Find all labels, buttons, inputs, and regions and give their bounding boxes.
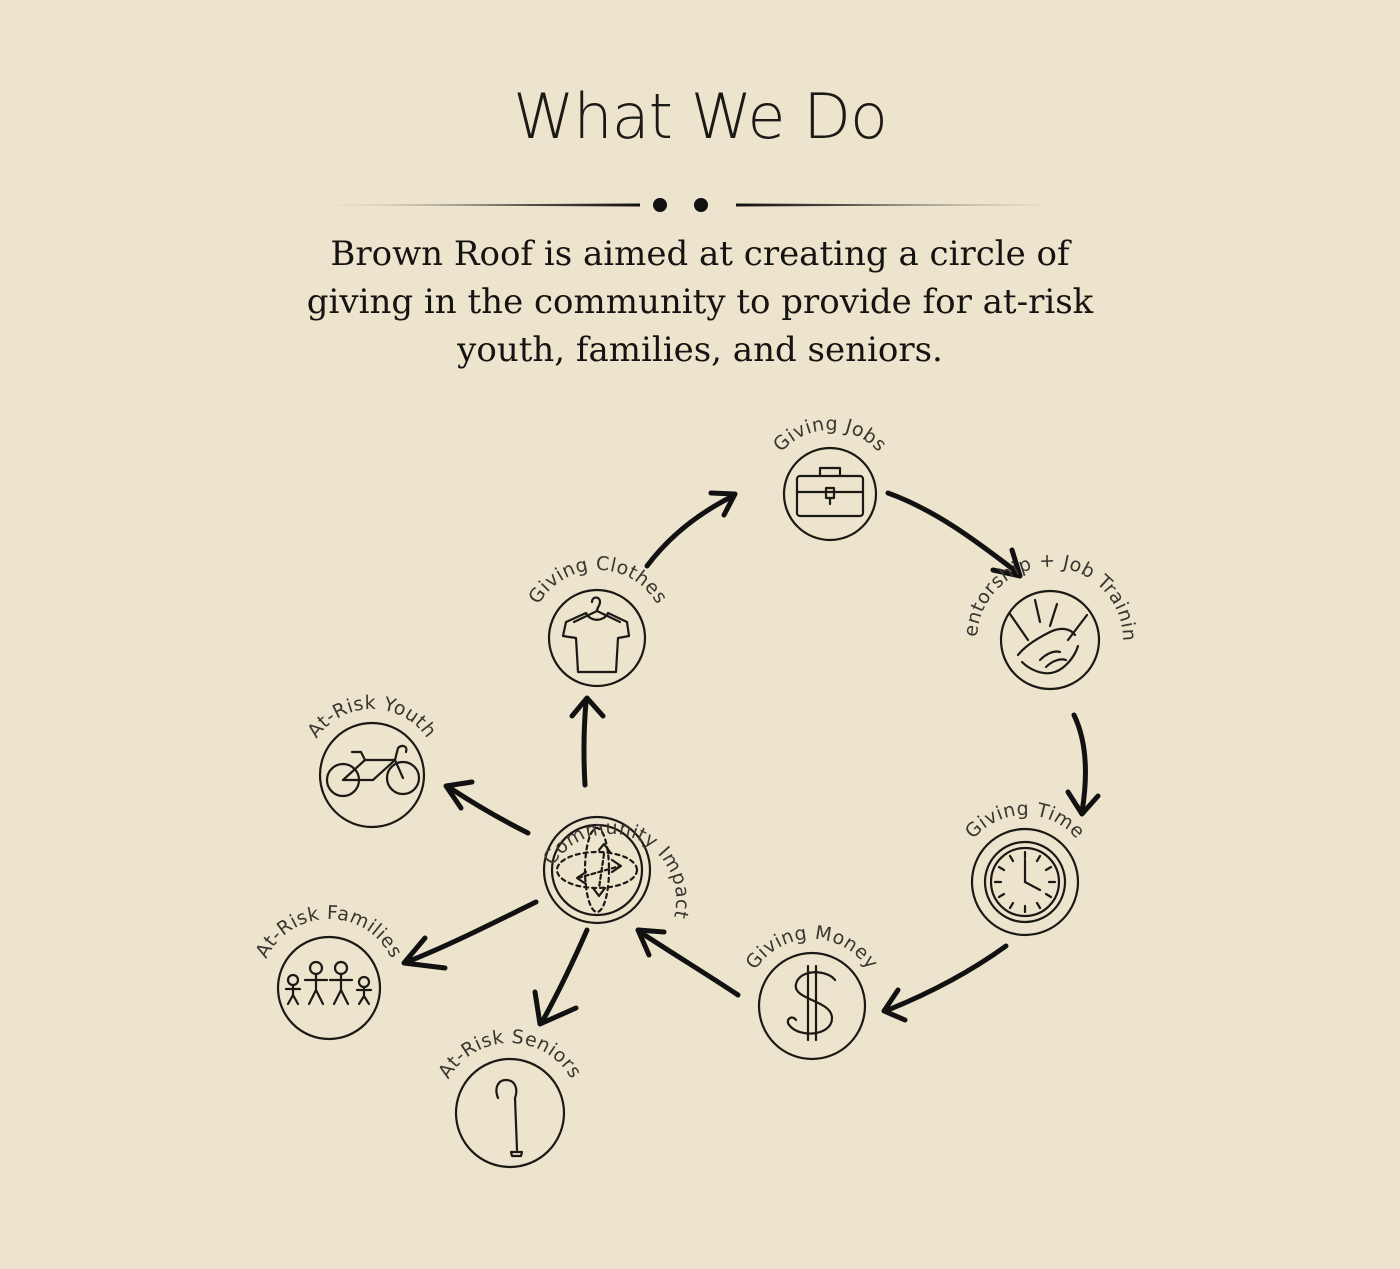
- node-at-risk-youth: At-Risk Youth: [303, 692, 441, 829]
- title-divider: [320, 198, 1058, 212]
- shirt-hanger-icon: [561, 596, 631, 674]
- bicycle-icon: [325, 744, 421, 798]
- node-label: Giving Jobs: [769, 413, 891, 456]
- node-label: At-Risk Youth: [303, 692, 441, 742]
- node-label: Mentorship + Job Training: [0, 0, 1140, 642]
- node-community-impact: Community Impact: [539, 815, 693, 925]
- intro-text: Brown Roof is aimed at creating a circle…: [306, 234, 1094, 370]
- node-mentorship: Mentorship + Job Training: [0, 0, 1140, 691]
- handshake-icon: [1008, 598, 1089, 675]
- arrow-money-to-community: [635, 927, 741, 998]
- node-label: At-Risk Seniors: [434, 1026, 586, 1083]
- family-icon: [284, 960, 373, 1006]
- cane-icon: [495, 1078, 524, 1158]
- node-at-risk-families: At-Risk Families: [251, 902, 407, 1041]
- node-giving-time: Giving Time: [961, 798, 1089, 937]
- node-giving-clothes: Giving Clothes: [524, 553, 671, 688]
- dollar-icon: [786, 964, 837, 1042]
- node-label: At-Risk Families: [251, 902, 407, 962]
- node-giving-jobs: Giving Jobs: [769, 413, 891, 542]
- arrow-time-to-money: [881, 943, 1009, 1023]
- arrow-community-to-families: [401, 899, 539, 971]
- arrow-clothes-to-jobs: [644, 490, 738, 569]
- clock-icon: [983, 840, 1067, 924]
- node-label: Giving Time: [961, 798, 1089, 843]
- page-title: What We Do: [513, 80, 888, 153]
- arrow-community-to-clothes: [569, 695, 606, 788]
- node-label: Giving Money: [741, 922, 882, 974]
- node-at-risk-seniors: At-Risk Seniors: [434, 1026, 586, 1169]
- briefcase-icon: [795, 466, 865, 518]
- arrow-community-to-seniors: [532, 927, 590, 1027]
- arrow-mentorship-to-time: [1065, 712, 1101, 817]
- arrow-jobs-to-mentorship: [885, 490, 1023, 579]
- arrow-community-to-youth: [443, 779, 531, 836]
- node-giving-money: Giving Money: [741, 922, 882, 1061]
- globe-arrows-icon: [555, 826, 639, 914]
